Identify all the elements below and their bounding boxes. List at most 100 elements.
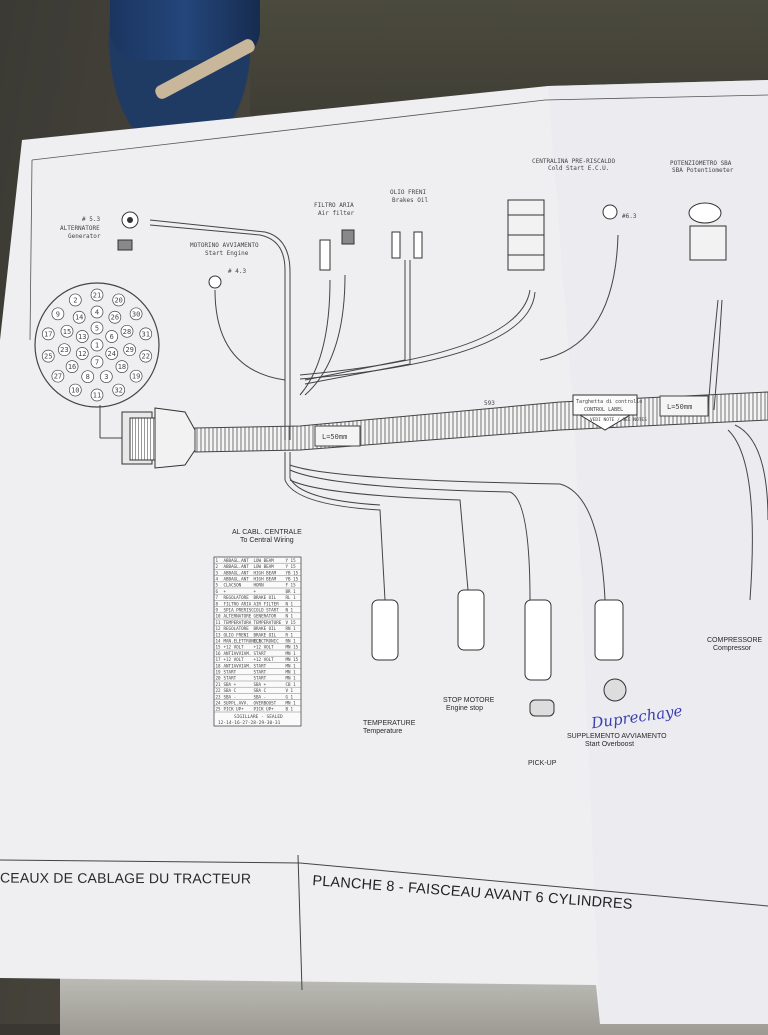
svg-text:Air filter: Air filter — [318, 210, 355, 217]
pin-table-cell: V 1 — [286, 688, 294, 693]
brake-oil-connector: OLIO FRENI Brakes Oil — [390, 189, 429, 259]
pin-table-cell: 5 — [216, 583, 219, 588]
pin-table-cell: SBA - — [254, 694, 267, 699]
connector-pin — [68, 293, 82, 307]
svg-text:L=50mm: L=50mm — [667, 403, 692, 411]
connector-pin-label: 12 — [78, 350, 86, 358]
connector-pin-label: 20 — [114, 296, 122, 304]
paper-fold-right — [548, 80, 768, 1024]
control-label: Targhetta di controllo CONTROL LABEL VED… — [572, 394, 647, 431]
svg-text:Cold Start E.C.U.: Cold Start E.C.U. — [548, 165, 609, 172]
pin-table-cell: ANTIAVVIAM. — [224, 663, 252, 668]
pin-table-cell: G 1 — [286, 694, 294, 699]
pin-table-cell: MN 15 — [286, 657, 299, 662]
pin-table-cell: YB 15 — [286, 577, 299, 582]
pin-table-cell: LOW BEAM — [254, 558, 275, 563]
pin-table-cell: 8 — [216, 601, 219, 606]
pin-table-cell: N 1 — [286, 614, 294, 619]
pin-table-cell: PICK UP+ — [254, 707, 275, 712]
connector-pin-label: 22 — [142, 353, 150, 361]
pin-table-cell: START — [254, 651, 267, 656]
pin-table-cell: PICK UP+ — [224, 707, 245, 712]
preheat-ecu-connector: CENTRALINA PRE-RISCALDO Cold Start E.C.U… — [507, 158, 615, 271]
pin-table-cell: 16 — [216, 651, 222, 656]
connector-pin-label: 13 — [78, 333, 86, 341]
svg-text:# 4.3: # 4.3 — [228, 268, 246, 275]
connector-pin-label: 31 — [142, 330, 150, 338]
pin-table-cell: START — [254, 663, 267, 668]
connector-pin — [41, 349, 55, 363]
pin-table-cell: 12 — [216, 626, 222, 631]
connector-pin — [60, 324, 74, 338]
connector-pin-label: 30 — [132, 310, 140, 318]
connector-pin — [108, 310, 122, 324]
svg-text:TEMPERATURE: TEMPERATURE — [363, 720, 416, 727]
pin-table-cell: 10 — [216, 614, 222, 619]
connector-pin — [115, 360, 129, 373]
pin-table-cell: MN 15 — [286, 645, 299, 650]
svg-text:593: 593 — [484, 400, 495, 407]
pin-table-cell: ELECTRONIC — [254, 639, 280, 644]
pin-table-cell: 13 — [216, 632, 222, 637]
svg-text:OLIO FRENI: OLIO FRENI — [390, 189, 427, 196]
pin-table-cell: 20 — [216, 676, 222, 681]
svg-text:FILTRO ARIA: FILTRO ARIA — [314, 202, 354, 209]
pin-table-cell: SBA + — [224, 682, 237, 687]
svg-text:ALTERNATORE: ALTERNATORE — [60, 225, 100, 232]
connector-pin — [41, 327, 55, 341]
pin-table-cell: +12 VOLT — [224, 645, 245, 650]
overboost-connector: SUPPLEMENTO AVVIAMENTO Start Overboost — [567, 599, 667, 748]
connector-pin — [51, 307, 65, 321]
pin-table-cell: OVERBOOST — [254, 701, 277, 706]
pin-table-cell: MN 1 — [286, 676, 297, 681]
pin-table-cell: CB 1 — [286, 682, 297, 687]
pickup-connector: PICK-UP — [524, 599, 557, 767]
pin-table-cell: SPIA PRERISC. — [224, 608, 257, 613]
pin-table-cell: ALTERNATORE — [224, 614, 252, 619]
pin-table-cell: HIGH BEAM — [254, 570, 277, 575]
svg-text:POTENZIOMETRO SBA: POTENZIOMETRO SBA — [670, 160, 732, 167]
pin-table-cell: Y 15 — [286, 558, 297, 563]
connector-pin-label: 7 — [95, 359, 99, 367]
pin-table-cell: 6 — [216, 589, 219, 594]
svg-text:COMPRESSORE: COMPRESSORE — [707, 637, 763, 644]
pin-table-cell: BRAKE OIL — [254, 632, 277, 637]
svg-text:Generator: Generator — [68, 233, 101, 240]
connector-pin-label: 21 — [93, 292, 101, 300]
pin-table-cell: MN 1 — [286, 670, 297, 675]
connector-pin-label: 23 — [60, 346, 68, 354]
pin-table-cell: ABBAGL.ANT — [224, 558, 250, 563]
round-connector: 2120303122193211102725179242628291838162… — [34, 282, 160, 408]
alternator-connector: ALTERNATORE Generator # 5.3 — [60, 211, 139, 251]
pin-table-cell: ABBAGL.ANT — [224, 577, 250, 582]
connector-pin-label: 11 — [93, 392, 101, 400]
connector-pin — [129, 307, 143, 321]
connector-pin — [139, 349, 153, 363]
connector-pin — [65, 360, 79, 373]
pin-table-cell: RN 1 — [286, 639, 297, 644]
pin-table-cell: Y 15 — [286, 564, 297, 569]
pin-table-cell: +12 VOLT — [254, 645, 275, 650]
pin-table-cell: 14 — [216, 639, 222, 644]
pin-table-cell: 1 — [216, 558, 219, 563]
svg-text:SUPPLEMENTO AVVIAMENTO: SUPPLEMENTO AVVIAMENTO — [567, 733, 667, 740]
pin-table-frame — [213, 556, 302, 727]
pin-table-cell: BRAKE OIL — [254, 595, 277, 600]
svg-text:CONTROL LABEL: CONTROL LABEL — [584, 407, 623, 413]
pin-table-cell: F 15 — [286, 583, 297, 588]
svg-text:VEDI NOTE / SEE NOTES: VEDI NOTE / SEE NOTES — [590, 417, 647, 423]
connector-pin-label: 27 — [54, 373, 62, 381]
connector-pin — [99, 370, 113, 384]
connector-pin — [105, 347, 119, 360]
connector-pin — [51, 369, 65, 383]
pin-table-cell: GENERATOR — [254, 614, 277, 619]
connector-pin — [90, 338, 104, 352]
stop-motor-connector: STOP MOTORE Engine stop — [443, 589, 495, 712]
connector-pin-label: 3 — [104, 373, 108, 381]
pin-table-cell: 7 — [216, 595, 219, 600]
svg-text:MOTORINO AVVIAMENTO: MOTORINO AVVIAMENTO — [190, 242, 259, 249]
pin-table-cell: AIR FILTER — [254, 601, 280, 606]
pin-table-cell: SBA C — [254, 688, 267, 693]
connector-pin — [90, 388, 104, 402]
